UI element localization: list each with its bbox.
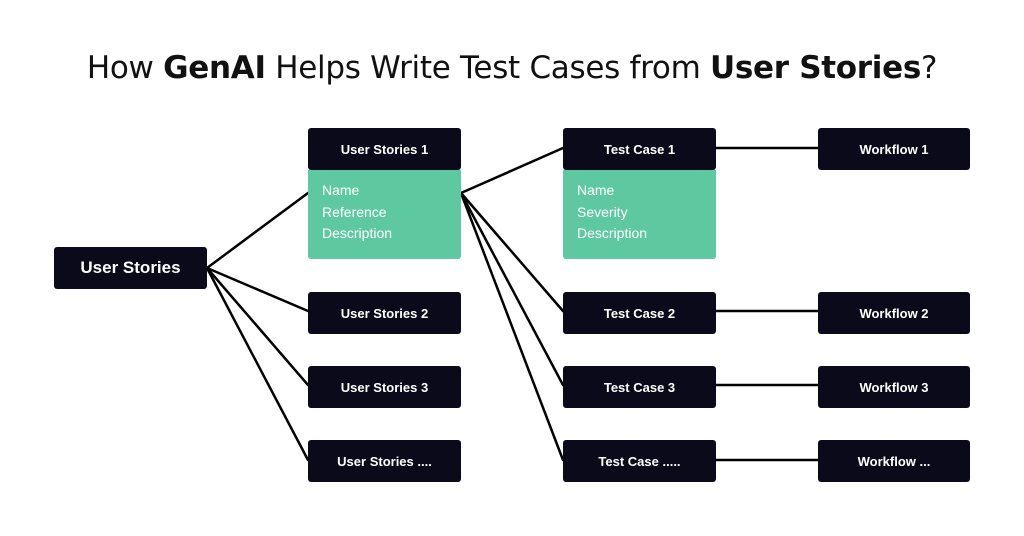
- user-story-field-reference: Reference: [322, 203, 387, 220]
- user-story-label: User Stories 2: [340, 305, 429, 321]
- test-case-field-name: Name: [577, 182, 615, 198]
- user-story-node-1: User Stories 1: [308, 128, 461, 170]
- connector-us1-tc3: [459, 191, 565, 387]
- workflow-label: Workflow 1: [859, 141, 929, 157]
- test-case-label: Test Case 1: [603, 141, 676, 157]
- title-part: How: [86, 50, 164, 86]
- connector-us1-tc2: [459, 191, 565, 313]
- user-story-field-name: Name: [322, 182, 360, 198]
- user-story-node-3: User Stories 3: [308, 366, 461, 408]
- workflow-node-1: Workflow 1: [818, 128, 970, 170]
- user-story-node-2: User Stories 2: [308, 292, 461, 334]
- title-part: Helps Write Test Cases from: [265, 50, 711, 86]
- root-node-label: User Stories: [80, 258, 181, 277]
- test-case-node-2: Test Case 2: [563, 292, 716, 334]
- page-title: How GenAI Helps Write Test Cases from Us…: [0, 50, 1024, 86]
- workflow-label: Workflow 3: [859, 379, 929, 395]
- title-emphasis-user-stories: User Stories: [710, 50, 921, 86]
- connector-root-us4: [205, 266, 310, 462]
- test-case-label: Test Case 3: [603, 379, 676, 395]
- connector-us1-tc1: [459, 146, 565, 195]
- test-case-node-more: Test Case .....: [563, 440, 716, 482]
- workflow-node-more: Workflow ...: [818, 440, 970, 482]
- workflow-label: Workflow 2: [859, 305, 929, 321]
- user-story-node-more: User Stories ....: [308, 440, 461, 482]
- user-story-field-description: Description: [322, 225, 393, 241]
- connector-root-us2: [205, 266, 310, 313]
- title-part: ?: [921, 50, 938, 86]
- test-case-node-1: Test Case 1: [563, 128, 716, 170]
- connector-root-us1: [205, 191, 310, 270]
- connector-root-us3: [205, 266, 310, 387]
- root-node-user-stories: User Stories: [54, 247, 207, 289]
- workflow-node-2: Workflow 2: [818, 292, 970, 334]
- user-story-label: User Stories 1: [340, 141, 429, 157]
- test-case-label: Test Case 2: [603, 305, 676, 321]
- workflow-label: Workflow ...: [857, 453, 931, 469]
- test-case-field-description: Description: [577, 225, 648, 241]
- title-emphasis-genai: GenAI: [163, 50, 266, 86]
- test-case-1-fields: Name Severity Description: [563, 170, 716, 259]
- connector-us1-tc4: [459, 191, 565, 462]
- workflow-node-3: Workflow 3: [818, 366, 970, 408]
- user-story-1-fields: Name Reference Description: [308, 170, 461, 259]
- user-story-label: User Stories ....: [337, 453, 432, 469]
- user-story-label: User Stories 3: [340, 379, 429, 395]
- test-case-label: Test Case .....: [598, 453, 681, 469]
- test-case-field-severity: Severity: [577, 203, 628, 220]
- test-case-node-3: Test Case 3: [563, 366, 716, 408]
